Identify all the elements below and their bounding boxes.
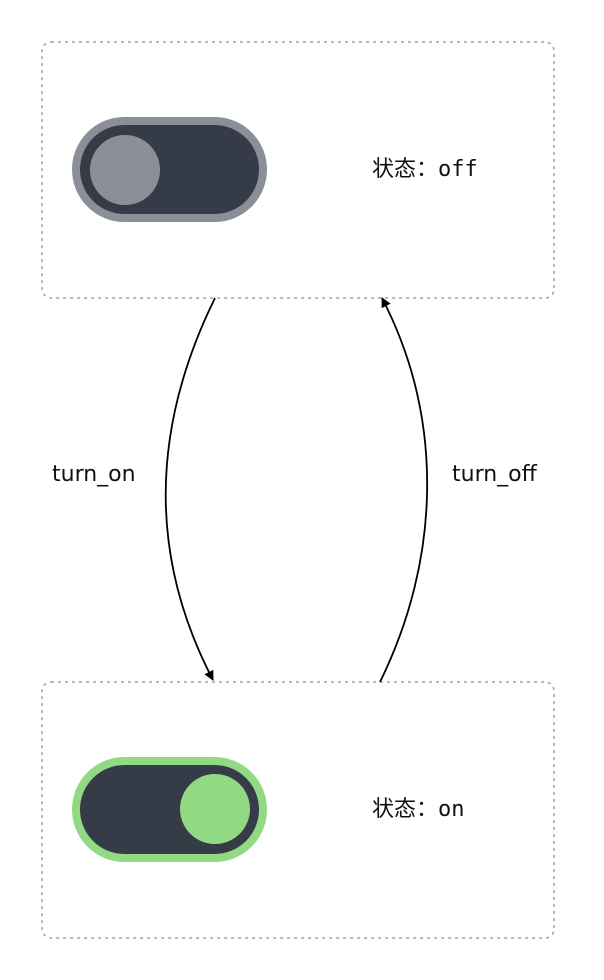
status-label: 状态： <box>372 797 438 822</box>
state-on-box <box>41 681 555 939</box>
status-value: on <box>438 797 465 822</box>
state-off-box <box>41 41 555 299</box>
transition-turn-on-label: turn_on <box>52 462 136 487</box>
svg-text:状态：on: 状态：on <box>372 797 465 822</box>
status-label: 状态： <box>372 157 438 182</box>
state-off-node: 状态：off <box>41 41 555 299</box>
transition-turn-off-edge <box>379 297 429 683</box>
status-value: off <box>438 157 478 182</box>
toggle-on-knob <box>180 774 250 844</box>
svg-text:状态：off: 状态：off <box>372 157 478 182</box>
transition-turn-on-edge <box>164 297 216 681</box>
state-on-node: 状态：on <box>41 681 555 939</box>
transition-turn-off-label: turn_off <box>452 462 538 487</box>
toggle-off-knob <box>90 135 160 205</box>
